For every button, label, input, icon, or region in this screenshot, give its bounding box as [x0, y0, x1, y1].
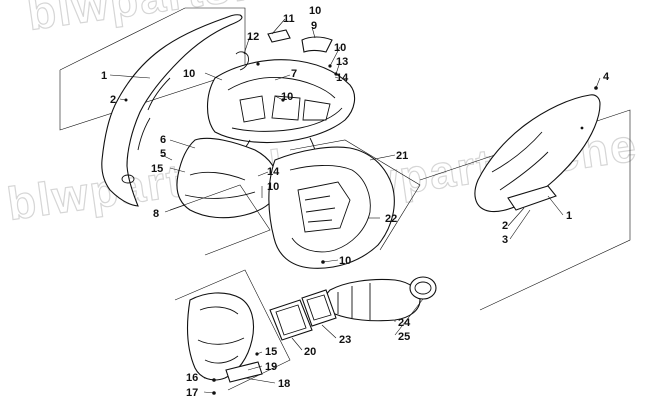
callout-17: 17: [186, 387, 198, 399]
callout-15-upper: 15: [151, 163, 163, 175]
callout-1-left-panel: 1: [101, 70, 107, 82]
callout-3: 3: [502, 234, 508, 246]
callout-10-top: 10: [309, 5, 321, 17]
callout-11: 11: [283, 13, 295, 25]
gaskets: [269, 289, 337, 341]
callout-15-lower: 15: [265, 346, 277, 358]
callout-8: 8: [153, 208, 159, 220]
lower-nose: [174, 269, 291, 395]
air-box: [268, 139, 421, 269]
callout-22: 22: [385, 213, 397, 225]
callout-10-middle: 10: [267, 181, 279, 193]
callout-10-upper-right: 10: [334, 42, 346, 54]
callout-14-upper: 14: [336, 72, 349, 84]
left-side-panel: [59, 7, 246, 207]
callout-5: 5: [160, 148, 166, 160]
callout-2-left-panel: 2: [110, 94, 116, 106]
callout-18: 18: [278, 378, 290, 390]
callout-9: 9: [311, 20, 317, 32]
callout-2-right-panel: 2: [502, 220, 508, 232]
callout-16: 16: [186, 372, 198, 384]
callout-labels: 1 2 11 10 9 12 10 13 10 7 14 10 4 6 5 15…: [101, 5, 610, 399]
callout-6: 6: [160, 134, 166, 146]
callout-14-middle: 14: [267, 166, 280, 178]
callout-12: 12: [247, 31, 259, 43]
right-side-panel: [419, 86, 631, 311]
callout-19: 19: [265, 361, 277, 373]
callout-25: 25: [398, 331, 410, 343]
callout-23: 23: [339, 334, 351, 346]
callout-10-center: 10: [281, 91, 293, 103]
callout-7: 7: [291, 68, 297, 80]
front-lower-fairing: [169, 137, 279, 256]
callout-20: 20: [304, 346, 316, 358]
callout-21: 21: [396, 150, 408, 162]
air-duct: [324, 276, 437, 322]
leader-lines: [109, 18, 601, 394]
callout-13: 13: [336, 56, 348, 68]
callout-24: 24: [398, 317, 411, 329]
callout-10-left: 10: [183, 68, 195, 80]
callout-10-lower: 10: [339, 255, 351, 267]
callout-1-right-panel: 1: [566, 210, 572, 222]
callout-4: 4: [603, 71, 610, 83]
